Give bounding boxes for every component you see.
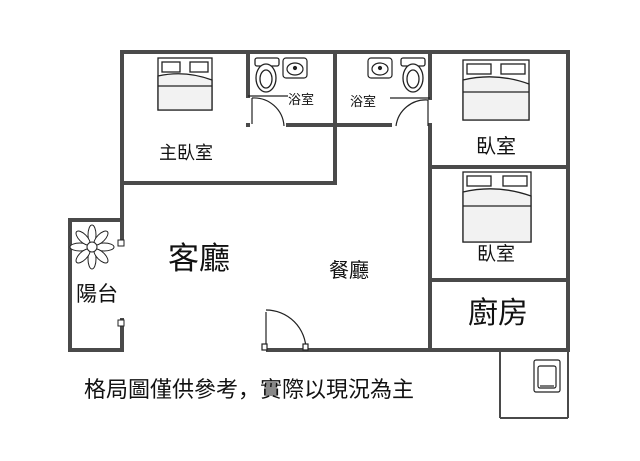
utility-area bbox=[499, 350, 569, 419]
bedroom-lower-label: 臥室 bbox=[477, 243, 516, 265]
bath-right-label: 浴室 bbox=[350, 95, 377, 110]
balcony-opening bbox=[117, 239, 125, 327]
living-room-label: 客廳 bbox=[168, 241, 230, 277]
bath-door-frames bbox=[248, 95, 430, 99]
kitchen-label: 廚房 bbox=[468, 296, 528, 331]
bed-icon bbox=[157, 57, 532, 243]
disclaimer-text: 格局圖僅供參考，實際以現況為主 bbox=[84, 378, 415, 403]
toilet-icon bbox=[254, 57, 426, 93]
washing-machine-icon bbox=[533, 359, 561, 393]
bedroom-upper-label: 臥室 bbox=[476, 134, 516, 158]
bath-left-label: 浴室 bbox=[288, 93, 315, 108]
sink-icon bbox=[282, 57, 393, 79]
balcony-label: 陽台 bbox=[76, 282, 118, 306]
master-bedroom-label: 主臥室 bbox=[159, 143, 213, 164]
dining-room-label: 餐廳 bbox=[329, 258, 369, 282]
flower-plant-icon bbox=[69, 224, 115, 270]
walls bbox=[68, 50, 570, 352]
door-swing-icon bbox=[251, 97, 429, 351]
